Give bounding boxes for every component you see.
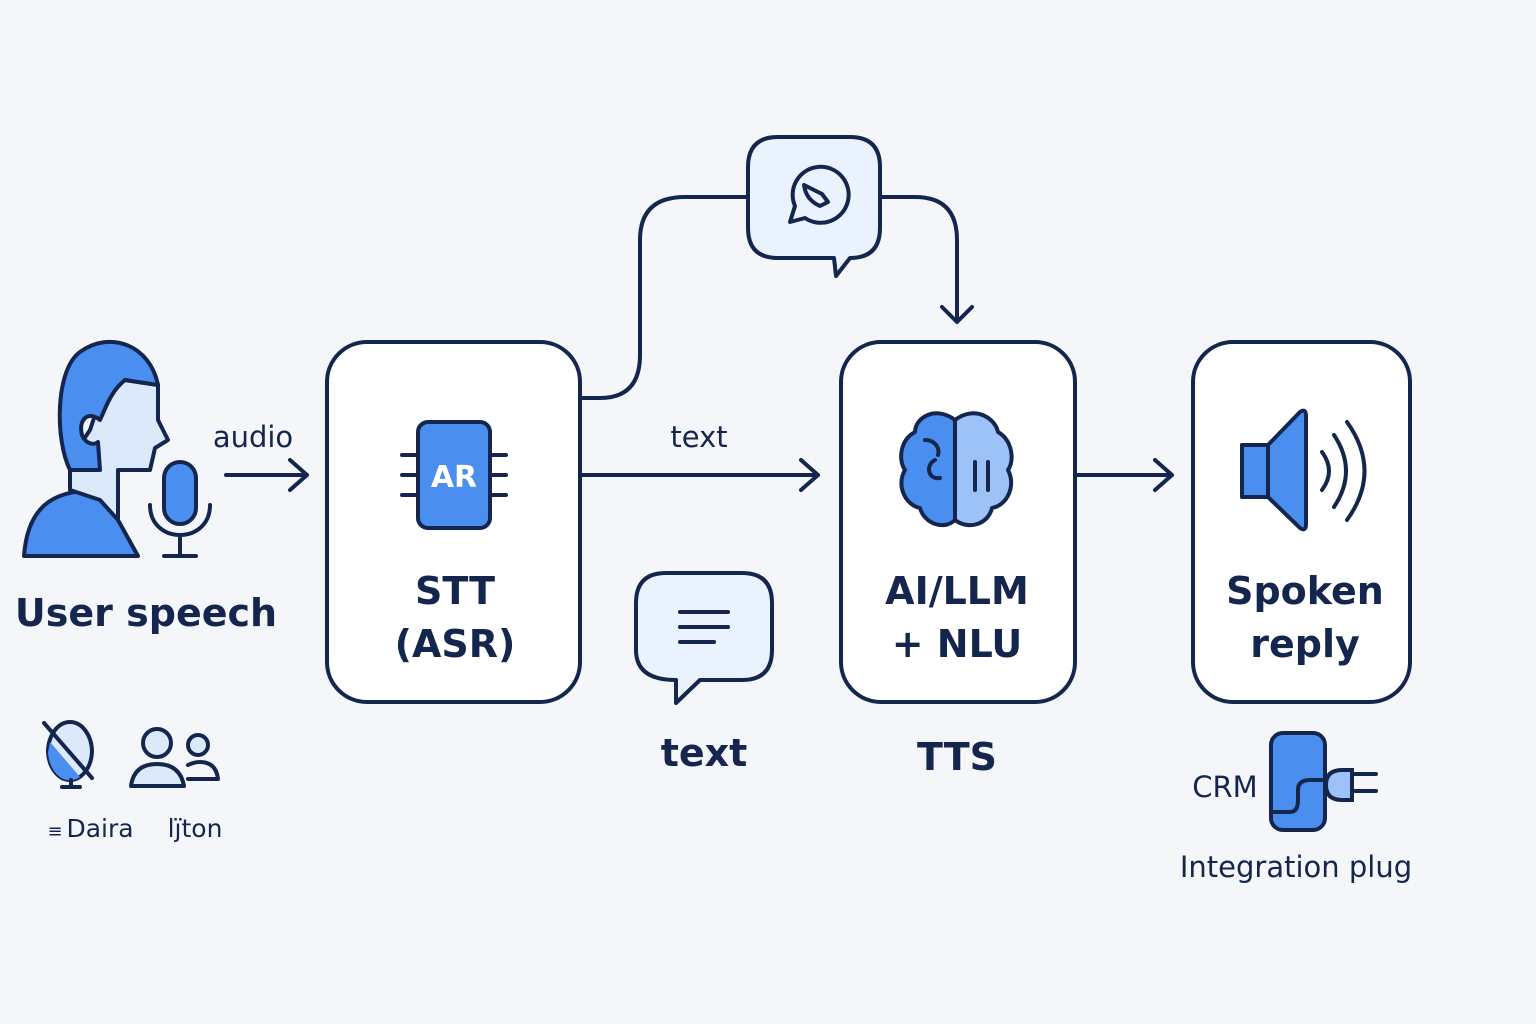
chip-label: AR <box>431 460 477 495</box>
person-icon <box>22 340 170 558</box>
llm-subtitle: + NLU <box>892 622 1023 666</box>
whatsapp-route-out <box>878 195 974 324</box>
legend-item1-label: Daira <box>66 814 133 843</box>
text-edge-label: text <box>670 420 727 454</box>
people-icon <box>129 727 220 788</box>
audio-arrow <box>224 458 309 492</box>
crm-label: CRM <box>1192 770 1257 804</box>
legend-item1-prefix: ≡ <box>47 821 62 842</box>
audio-edge-label: audio <box>213 420 293 454</box>
llm-title: AI/LLM <box>885 569 1029 613</box>
reply-title: Spoken <box>1226 569 1384 613</box>
integration-plug-label: Integration plug <box>1180 850 1412 884</box>
stt-subtitle: (ASR) <box>395 622 516 666</box>
reply-arrow <box>1075 458 1174 492</box>
whatsapp-icon <box>746 135 882 278</box>
chip-icon: AR <box>400 420 508 530</box>
plug-icon <box>1269 731 1378 832</box>
chat-bubble-icon <box>634 571 774 705</box>
whatsapp-route-in <box>580 195 750 400</box>
stt-title: STT <box>415 569 495 613</box>
legend-item2-label: lj̈ton <box>168 814 223 843</box>
reply-subtitle: reply <box>1250 622 1360 666</box>
user-speech-label: User speech <box>15 591 277 635</box>
speaker-icon <box>1240 408 1367 532</box>
microphone-icon <box>148 460 212 558</box>
text-arrow <box>580 458 820 492</box>
brain-icon <box>899 411 1014 528</box>
chat-text-label: text <box>661 731 748 775</box>
microphone-off-icon <box>42 719 95 789</box>
tts-label: TTS <box>917 735 997 779</box>
